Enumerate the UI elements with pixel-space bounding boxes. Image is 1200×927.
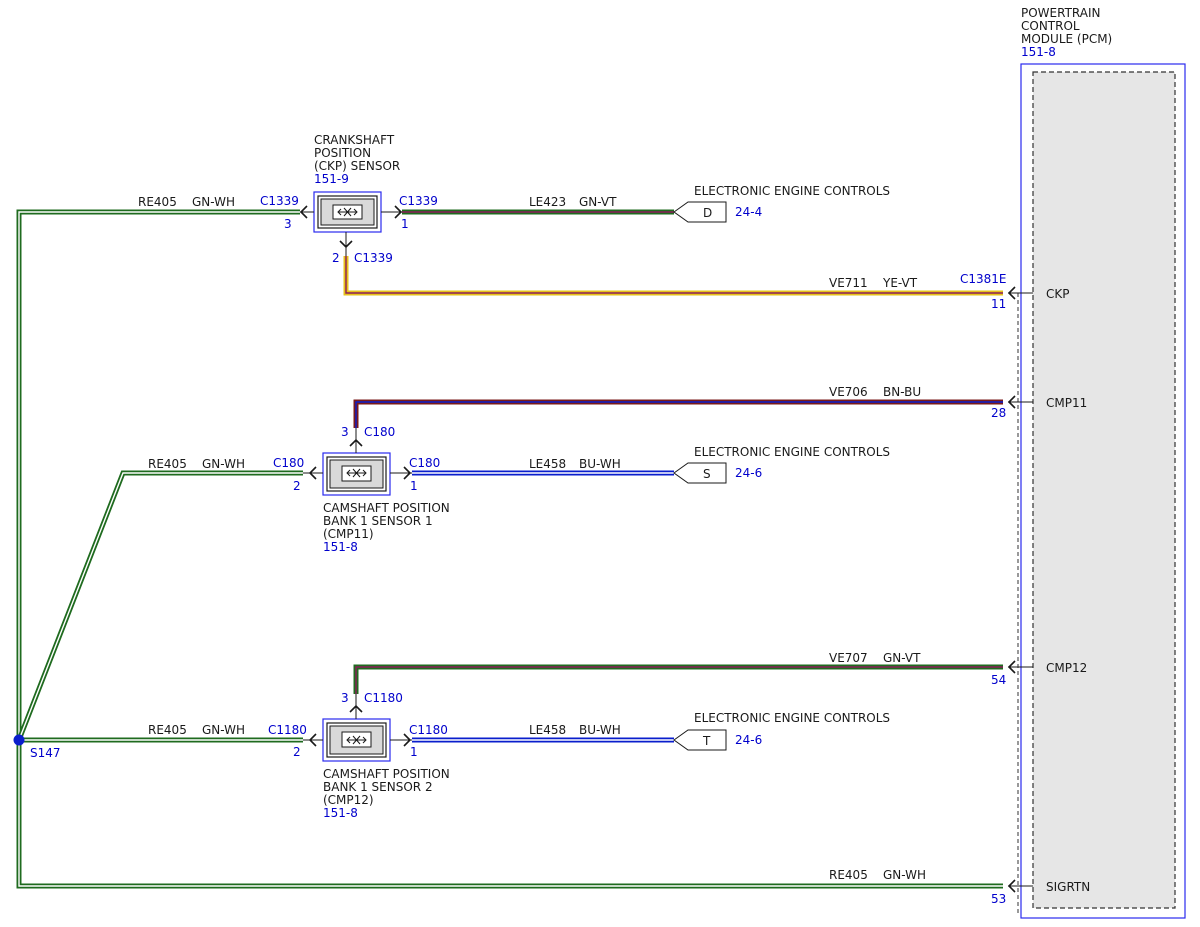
wire-label-cmp12-left-circuit: RE405 (148, 723, 187, 737)
cmp12-title-2: BANK 1 SENSOR 2 (323, 780, 433, 794)
wire-label-cmp11-pcm-color: BN-BU (883, 385, 921, 399)
reference-tag-d[interactable]: D 24-4 ELECTRONIC ENGINE CONTROLS (673, 184, 890, 223)
wire-ve706[interactable] (353, 399, 1003, 428)
wire-label-cmp12-right-color: BU-WH (579, 723, 621, 737)
ckp-connector-right[interactable]: C1339 (399, 194, 438, 208)
wire-label-sigrtn-circuit: RE405 (829, 868, 868, 882)
cmp11-connector-top[interactable]: C180 (364, 425, 395, 439)
ckp-pin-right: 1 (401, 217, 409, 231)
cmp12-title-3: (CMP12) (323, 793, 374, 807)
wire-re405-cmp11[interactable] (16, 470, 303, 741)
wires (16, 209, 1003, 889)
wire-label-ckp-right-circuit: LE423 (529, 195, 566, 209)
cmp12-ref[interactable]: 151-8 (323, 806, 358, 820)
wire-label-cmp12-right-circuit: LE458 (529, 723, 566, 737)
pcm-title-1: POWERTRAIN (1021, 6, 1101, 20)
pcm-pin-sigrtn-number: 53 (991, 892, 1006, 906)
cmp12-pin-top: 3 (341, 691, 349, 705)
cmp11-sensor[interactable] (303, 428, 412, 496)
cmp11-title-3: (CMP11) (323, 527, 374, 541)
cmp12-connector-top[interactable]: C1180 (364, 691, 403, 705)
splice-s147-dot[interactable] (13, 734, 25, 746)
reference-tag-t-page: 24-6 (735, 733, 762, 747)
reference-tag-d-page: 24-4 (735, 205, 762, 219)
pcm-pin-cmp12-number: 54 (991, 673, 1006, 687)
cmp11-pin-left: 2 (293, 479, 301, 493)
wire-sigrtn-bus[interactable] (16, 209, 1003, 889)
cmp12-pin-right: 1 (410, 745, 418, 759)
cmp12-title-1: CAMSHAFT POSITION (323, 767, 450, 781)
wire-label-ckp-right-color: GN-VT (579, 195, 617, 209)
pcm-ref[interactable]: 151-8 (1021, 45, 1056, 59)
cmp12-connector-right[interactable]: C1180 (409, 723, 448, 737)
ckp-title-3: (CKP) SENSOR (314, 159, 400, 173)
wire-label-ckp-left-color: GN-WH (192, 195, 235, 209)
cmp11-connector-left[interactable]: C180 (273, 456, 304, 470)
reference-tag-s[interactable]: S 24-6 ELECTRONIC ENGINE CONTROLS (673, 445, 890, 484)
pcm-pin-cmp12[interactable]: CMP12 54 (991, 660, 1087, 687)
wire-label-ckp-pcm-circuit: VE711 (829, 276, 868, 290)
reference-tag-d-letter: D (703, 206, 712, 220)
cmp11-title-2: BANK 1 SENSOR 1 (323, 514, 433, 528)
cmp12-sensor[interactable] (303, 694, 412, 762)
ckp-ref[interactable]: 151-9 (314, 172, 349, 186)
wire-ve711-stripe (345, 256, 1003, 294)
cmp11-pin-right: 1 (410, 479, 418, 493)
wire-sigrtn-bus-stripe (18, 211, 1003, 887)
pcm-pin-ckp[interactable]: CKP 11 C1381E (960, 272, 1069, 311)
wire-re405-cmp11-stripe (18, 472, 303, 741)
cmp12-connector-left[interactable]: C1180 (268, 723, 307, 737)
ckp-pin-bottom: 2 (332, 251, 340, 265)
wire-label-cmp11-left-color: GN-WH (202, 457, 245, 471)
ckp-title-1: CRANKSHAFT (314, 133, 395, 147)
splice-s147-label: S147 (30, 746, 61, 760)
cmp11-ref[interactable]: 151-8 (323, 540, 358, 554)
wire-label-sigrtn-color: GN-WH (883, 868, 926, 882)
pcm-pin-cmp11-number: 28 (991, 406, 1006, 420)
reference-tag-s-page: 24-6 (735, 466, 762, 480)
pcm-module[interactable]: POWERTRAIN CONTROL MODULE (PCM) 151-8 (1017, 6, 1186, 919)
wire-label-cmp11-pcm-circuit: VE706 (829, 385, 868, 399)
wire-label-cmp12-pcm-color: GN-VT (883, 651, 921, 665)
wire-label-cmp11-left-circuit: RE405 (148, 457, 187, 471)
ckp-connector-bottom[interactable]: C1339 (354, 251, 393, 265)
pcm-pin-sigrtn-name: SIGRTN (1046, 880, 1090, 894)
reference-tag-d-title: ELECTRONIC ENGINE CONTROLS (694, 184, 890, 198)
reference-tag-t-title: ELECTRONIC ENGINE CONTROLS (694, 711, 890, 725)
wire-label-ckp-left-circuit: RE405 (138, 195, 177, 209)
wire-label-cmp11-right-circuit: LE458 (529, 457, 566, 471)
wire-ve707[interactable] (353, 664, 1003, 694)
pcm-pin-ckp-number: 11 (991, 297, 1006, 311)
reference-tag-t[interactable]: T 24-6 ELECTRONIC ENGINE CONTROLS (673, 711, 890, 751)
cmp11-title-1: CAMSHAFT POSITION (323, 501, 450, 515)
ckp-pin-left: 3 (284, 217, 292, 231)
pcm-pin-cmp11[interactable]: CMP11 28 (991, 395, 1087, 420)
pcm-title-2: CONTROL (1021, 19, 1080, 33)
pcm-inner (1032, 71, 1176, 909)
wire-ve706-stripe (355, 401, 1003, 428)
wire-label-cmp11-right-color: BU-WH (579, 457, 621, 471)
cmp11-connector-right[interactable]: C180 (409, 456, 440, 470)
wire-label-cmp12-pcm-circuit: VE707 (829, 651, 868, 665)
ckp-title-2: POSITION (314, 146, 371, 160)
cmp12-pin-left: 2 (293, 745, 301, 759)
reference-tag-s-title: ELECTRONIC ENGINE CONTROLS (694, 445, 890, 459)
pcm-pin-cmp11-name: CMP11 (1046, 396, 1087, 410)
pcm-connector-c1381e[interactable]: C1381E (960, 272, 1007, 286)
pcm-pin-ckp-name: CKP (1046, 287, 1069, 301)
cmp11-pin-top: 3 (341, 425, 349, 439)
pcm-pin-cmp12-name: CMP12 (1046, 661, 1087, 675)
reference-tag-s-letter: S (703, 467, 711, 481)
wire-label-ckp-pcm-color: YE-VT (882, 276, 918, 290)
wire-ve707-stripe (355, 666, 1003, 694)
pcm-title-3: MODULE (PCM) (1021, 32, 1112, 46)
ckp-sensor[interactable] (299, 191, 403, 256)
reference-tag-t-letter: T (702, 734, 711, 748)
pcm-pin-sigrtn[interactable]: SIGRTN 53 (991, 879, 1090, 906)
ckp-connector-left[interactable]: C1339 (260, 194, 299, 208)
wire-label-cmp12-left-color: GN-WH (202, 723, 245, 737)
